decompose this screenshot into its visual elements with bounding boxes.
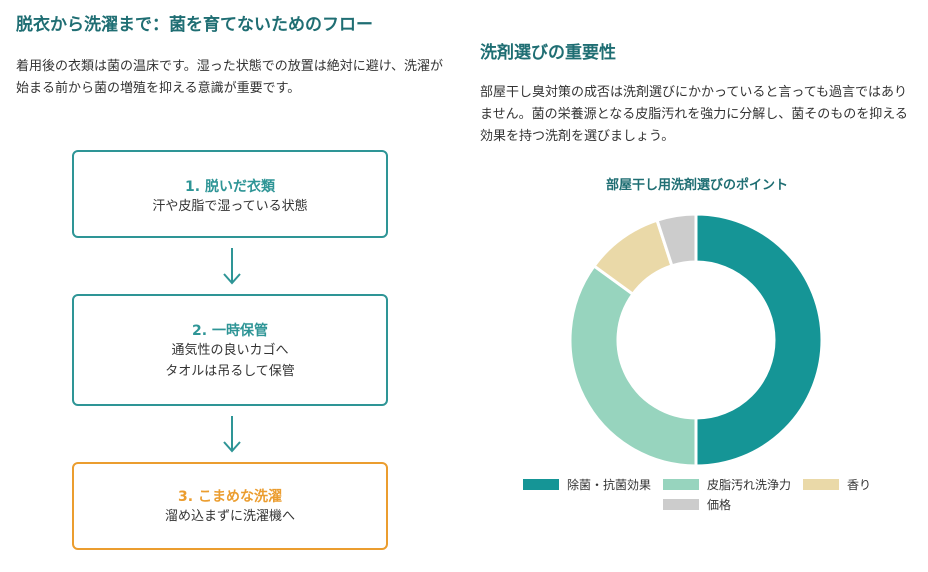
detergent-body: 部屋干し臭対策の成否は洗剤選びにかかっていると言っても過言ではありません。菌の栄… (480, 85, 908, 144)
flow-step-1-desc: 汗や皮脂で湿っている状態 (152, 199, 308, 214)
flow-step-3-title: 3. こまめな洗濯 (178, 489, 282, 505)
down-arrow-icon (223, 248, 241, 285)
legend-label: 除菌・抗菌効果 (566, 477, 651, 492)
flow-step-1-title: 1. 脱いだ衣類 (185, 179, 275, 195)
legend-swatch (522, 478, 559, 490)
flow-intro: 着用後の衣類は菌の温床です。湿った状態での放置は絶対に避け、洗濯が始まる前から菌… (16, 59, 444, 96)
donut-slice (568, 263, 698, 468)
legend-swatch (662, 498, 699, 510)
legend-item: 香り (803, 476, 871, 493)
flow-step-2-desc-line-1: 通気性の良いカゴへ (171, 343, 289, 358)
legend-item: 皮脂汚れ洗浄力 (662, 476, 791, 493)
flow-step-3: 3. こまめな洗濯 溜め込まずに洗濯機へ (72, 462, 388, 550)
flow-step-2-title: 2. 一時保管 (192, 323, 268, 339)
legend-row: 価格 (480, 494, 914, 514)
legend-row: 除菌・抗菌効果 皮脂汚れ洗浄力 香り (480, 474, 914, 494)
flow-step-3-desc: 溜め込まずに洗濯機へ (164, 509, 295, 524)
donut-chart (568, 212, 824, 468)
legend-item: 価格 (662, 496, 731, 513)
chart-legend: 除菌・抗菌効果 皮脂汚れ洗浄力 香り 価格 (480, 474, 914, 514)
flow-step-2: 2. 一時保管 通気性の良いカゴへ タオルは吊るして保管 (72, 294, 388, 406)
legend-swatch (803, 478, 839, 490)
flow-step-1: 1. 脱いだ衣類 汗や皮脂で湿っている状態 (72, 150, 388, 238)
donut-slice (694, 212, 824, 468)
chart-title: 部屋干し用洗剤選びのポイント (605, 178, 788, 193)
legend-label: 皮脂汚れ洗浄力 (706, 477, 791, 492)
legend-label: 香り (847, 477, 872, 492)
donut-slice (655, 212, 698, 268)
flow-title: 脱衣から洗濯まで：菌を育てないためのフロー (16, 15, 373, 35)
legend-item: 除菌・抗菌効果 (522, 476, 651, 493)
legend-swatch (662, 478, 699, 490)
detergent-title: 洗剤選びの重要性 (480, 43, 616, 63)
flow-step-2-desc-line-2: タオルは吊るして保管 (165, 364, 295, 379)
down-arrow-icon (223, 416, 241, 453)
legend-label: 価格 (706, 497, 731, 512)
